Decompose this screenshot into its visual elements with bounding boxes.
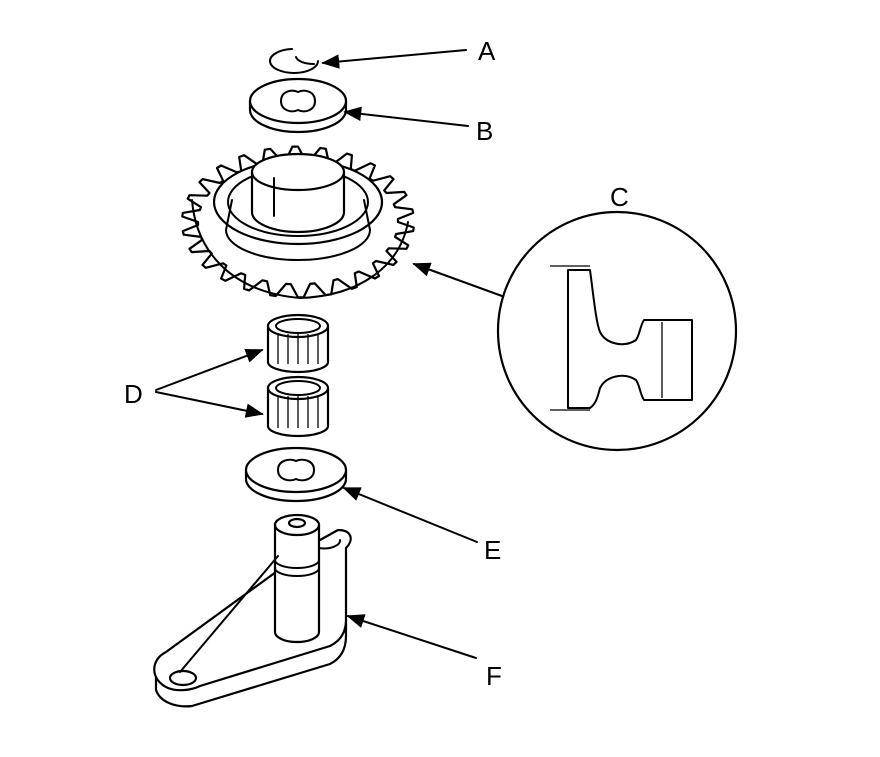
needle-bearing-upper [266, 313, 330, 374]
tooth-detail-circle [496, 210, 738, 452]
label-d: D [124, 379, 143, 409]
thrust-washer-upper [248, 77, 348, 134]
label-b: B [476, 116, 494, 146]
snap-ring [269, 48, 319, 74]
label-f: F [486, 661, 502, 691]
needle-bearing-lower [266, 375, 330, 438]
shaft-bracket [153, 513, 352, 708]
helical-gear [181, 145, 415, 299]
label-e: E [484, 535, 502, 565]
leader-lines [155, 49, 503, 673]
thrust-washer-lower [244, 446, 348, 503]
label-a: A [478, 36, 496, 66]
label-c: C [610, 182, 629, 212]
